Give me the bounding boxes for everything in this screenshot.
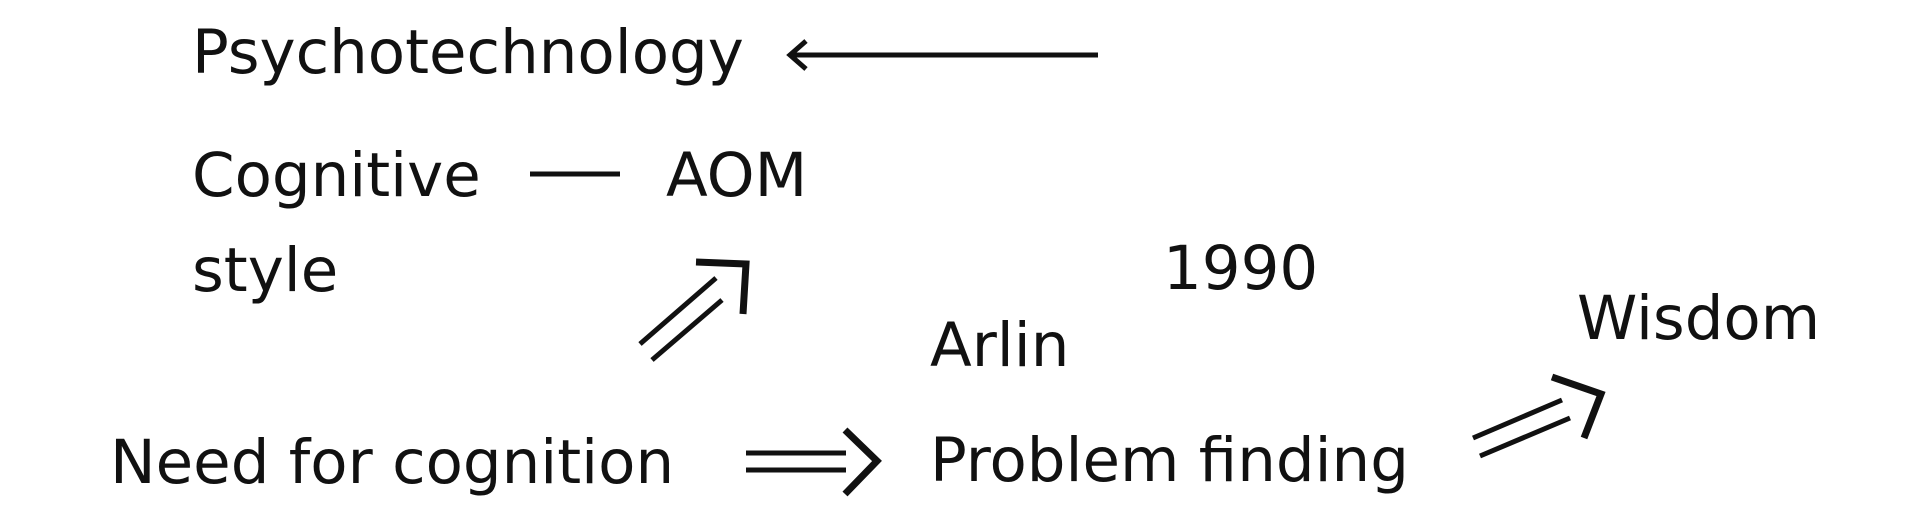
node-wisdom: Wisdom xyxy=(1577,283,1821,354)
node-need-for-cognition: Need for cognition xyxy=(110,427,675,498)
arrow-to-psychotechnology xyxy=(786,39,1098,71)
node-cognitive: Cognitive xyxy=(192,140,481,211)
node-problem-finding: Problem finding xyxy=(930,425,1409,496)
double-arrow-need-to-problem xyxy=(746,427,882,497)
node-year-1990: 1990 xyxy=(1163,233,1319,304)
double-arrow-problem-to-wisdom xyxy=(1472,373,1606,459)
node-style: style xyxy=(192,235,339,306)
node-arlin: Arlin xyxy=(930,310,1070,381)
node-psychotechnology: Psychotechnology xyxy=(192,17,744,88)
node-aom: AOM xyxy=(666,140,808,211)
double-arrow-to-aom xyxy=(638,258,750,362)
